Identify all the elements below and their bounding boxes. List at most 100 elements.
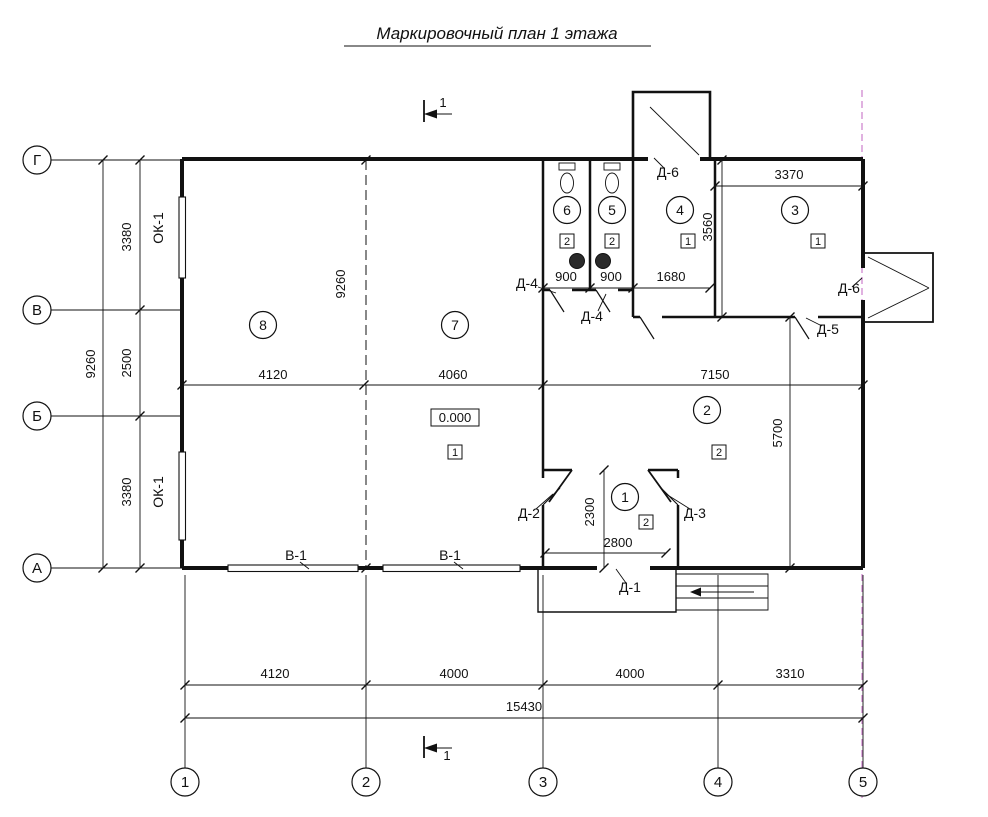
floor-mark: 2: [564, 236, 570, 248]
axis-label: Г: [33, 152, 41, 169]
room-bubble-5: [597, 195, 627, 225]
door-mark-d1: Д-1: [619, 579, 641, 595]
axis-label: А: [32, 560, 42, 577]
door-mark-d3: Д-3: [684, 505, 706, 521]
floor-mark: 2: [609, 236, 615, 248]
floor-mark-box: [447, 444, 463, 460]
window-v1-right: [382, 564, 521, 573]
top-vestibule-door-swing: [649, 106, 700, 156]
sink-icon: [595, 253, 611, 269]
axis-bubble-2: [351, 767, 381, 797]
fixtures: [558, 162, 621, 269]
toilet-icon: [603, 162, 621, 171]
windows: [178, 196, 521, 573]
floor-mark: 2: [643, 517, 649, 529]
window-ok1-upper: [178, 196, 187, 279]
exterior-walls: [180, 157, 865, 570]
window-mark-v1: В-1: [439, 547, 461, 563]
floor-mark-box: [680, 233, 696, 249]
room-bubble-4: [665, 195, 695, 225]
dimension-lines: [98, 155, 868, 723]
entry-porch-slab: [537, 568, 677, 613]
axis-bubble-1: [170, 767, 200, 797]
opening-labels: ОК-1 ОК-1 В-1 В-1 Д-6 Д-4 Д-4 Д-6 Д-5 Д-…: [150, 157, 863, 595]
dim-3310: 3310: [776, 666, 805, 681]
room-number: 8: [259, 317, 267, 333]
axis-bubble-4: [703, 767, 733, 797]
room-bubble-7: [440, 310, 470, 340]
axis-bubble-v: [22, 295, 52, 325]
room-bubble-3: [780, 195, 810, 225]
toilet-icon: [605, 172, 619, 194]
door-mark-d2: Д-2: [518, 505, 540, 521]
room-number: 2: [703, 402, 711, 418]
vestibule-splay-walls: [548, 469, 672, 503]
label-leaders: [299, 157, 863, 584]
dim-3370: 3370: [775, 167, 804, 182]
room-number: 6: [563, 202, 571, 218]
section-number: 1: [439, 95, 446, 110]
section-mark-bottom: 1: [423, 736, 452, 763]
window-mark-v1: В-1: [285, 547, 307, 563]
dim-5700: 5700: [770, 419, 785, 448]
axis-label: 3: [539, 774, 547, 791]
dim-4120-mid: 4120: [259, 367, 288, 382]
floor-mark: 1: [452, 447, 458, 459]
room-bubble-6: [552, 195, 582, 225]
top-vestibule-outline: [631, 90, 712, 157]
right-porch-canopy-lines: [867, 256, 930, 319]
dimension-ticks: [98, 155, 868, 723]
dim-4000-left: 4000: [440, 666, 469, 681]
dim-900-right: 900: [600, 269, 622, 284]
dim-3380-upper: 3380: [119, 223, 134, 252]
dim-4000-right: 4000: [616, 666, 645, 681]
floor-mark-box: [810, 233, 826, 249]
axis-bubble-b: [22, 401, 52, 431]
window-mark-ok1: ОК-1: [150, 476, 166, 508]
room-numbers: 1 2 3 4 5 6 7 8: [248, 195, 810, 512]
room-number: 1: [621, 489, 629, 505]
axis-label: 2: [362, 774, 370, 791]
elevation-box: [430, 408, 480, 427]
dim-15430-total: 15430: [506, 699, 542, 714]
room-number: 3: [791, 202, 799, 218]
dimension-labels: 3380 2500 3380 9260 9260 3370 3560 900 9…: [83, 167, 804, 714]
dim-2800: 2800: [604, 535, 633, 550]
floor-mark-box: [711, 444, 727, 460]
floor-type-marks: 2 2 1 1 1 2 2: [447, 233, 826, 530]
room-bubble-1: [610, 482, 640, 512]
door-mark-d6: Д-6: [838, 280, 860, 296]
axis-bubble-g: [22, 145, 52, 175]
dim-2500: 2500: [119, 349, 134, 378]
drawing-title: Маркировочный план 1 этажа: [344, 24, 651, 47]
floor-mark-box: [604, 233, 620, 249]
dim-2300: 2300: [582, 498, 597, 527]
axis-label: 1: [181, 774, 189, 791]
axis-rows: Г В Б А: [22, 145, 182, 583]
toilet-icon: [560, 172, 574, 194]
axis-label: В: [32, 302, 42, 319]
annexes: [537, 90, 934, 613]
floor-mark-box: [559, 233, 575, 249]
room-bubble-2: [692, 395, 722, 425]
floor-mark: 2: [716, 447, 722, 459]
right-porch-outline: [865, 252, 934, 323]
axis-bubble-3: [528, 767, 558, 797]
dim-7150: 7150: [701, 367, 730, 382]
section-arrow-icon: [424, 109, 437, 119]
floor-mark-box: [638, 514, 654, 530]
dim-4120-bottom: 4120: [261, 666, 290, 681]
axis-label: Б: [32, 408, 42, 425]
elevation-mark: 0.000: [430, 408, 480, 427]
axis-label: 4: [714, 774, 722, 791]
toilet-icon: [558, 162, 576, 171]
door-mark-d4: Д-4: [581, 308, 603, 324]
room-number: 4: [676, 202, 684, 218]
window-v1-left: [227, 564, 359, 573]
dim-9260-axis2: 9260: [333, 270, 348, 299]
window-mark-ok1: ОК-1: [150, 212, 166, 244]
dim-9260-total: 9260: [83, 350, 98, 379]
door-mark-d6: Д-6: [657, 164, 679, 180]
dim-4060: 4060: [439, 367, 468, 382]
